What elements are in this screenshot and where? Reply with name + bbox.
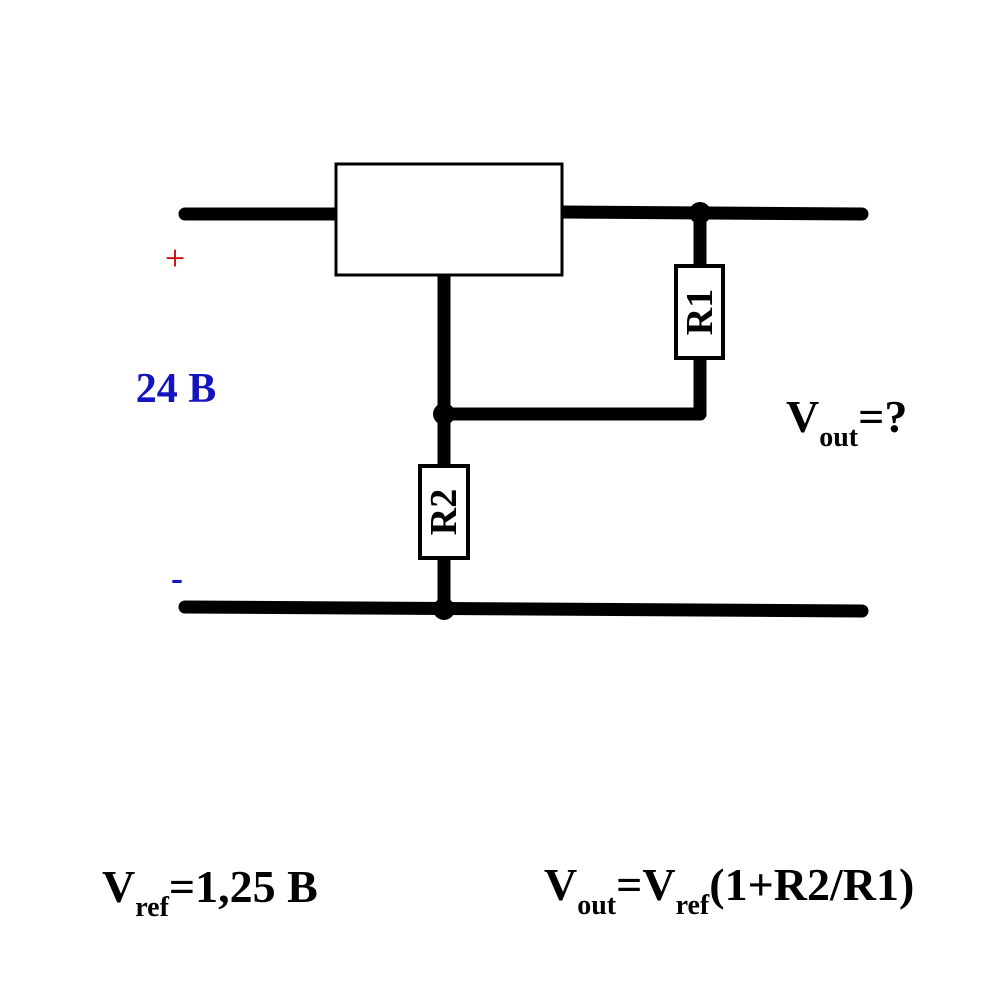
vout-question-sub: out xyxy=(819,422,859,453)
resistor-r1-body xyxy=(674,264,725,360)
formula-label: Vout=Vref(1+R2/R1) xyxy=(544,859,914,921)
vref-main: V xyxy=(102,861,135,912)
plus-terminal-label: + xyxy=(165,238,185,278)
vout-question-main: V xyxy=(786,391,819,442)
input-voltage-label: 24 В xyxy=(136,366,217,412)
top-output-wire xyxy=(555,205,869,221)
formula-sub1: out xyxy=(577,890,617,921)
junction-dot-bottom xyxy=(433,598,455,620)
resistor-r2-label: R2 xyxy=(423,489,465,535)
formula-v1: V xyxy=(544,859,577,910)
resistor-r1: R1 xyxy=(674,264,725,360)
resistor-r2: R2 xyxy=(418,464,470,560)
junction-dot-middle xyxy=(433,403,455,425)
vout-question-label: Vout=? xyxy=(786,391,907,453)
minus-terminal-label: - xyxy=(171,558,183,598)
formula-rest: (1+R2/R1) xyxy=(709,859,914,910)
vref-sub: ref xyxy=(135,892,169,923)
regulator-block xyxy=(334,162,564,277)
resistor-r2-body xyxy=(418,464,470,560)
vref-label: Vref=1,25 В xyxy=(102,861,318,923)
ground-wire xyxy=(178,600,869,618)
vout-question-rest: =? xyxy=(858,391,907,442)
junction-dot-top xyxy=(689,202,711,224)
resistor-r1-label: R1 xyxy=(679,289,721,335)
vref-rest: =1,25 В xyxy=(169,861,318,912)
formula-eq: =V xyxy=(616,859,675,910)
formula-sub2: ref xyxy=(676,890,710,921)
